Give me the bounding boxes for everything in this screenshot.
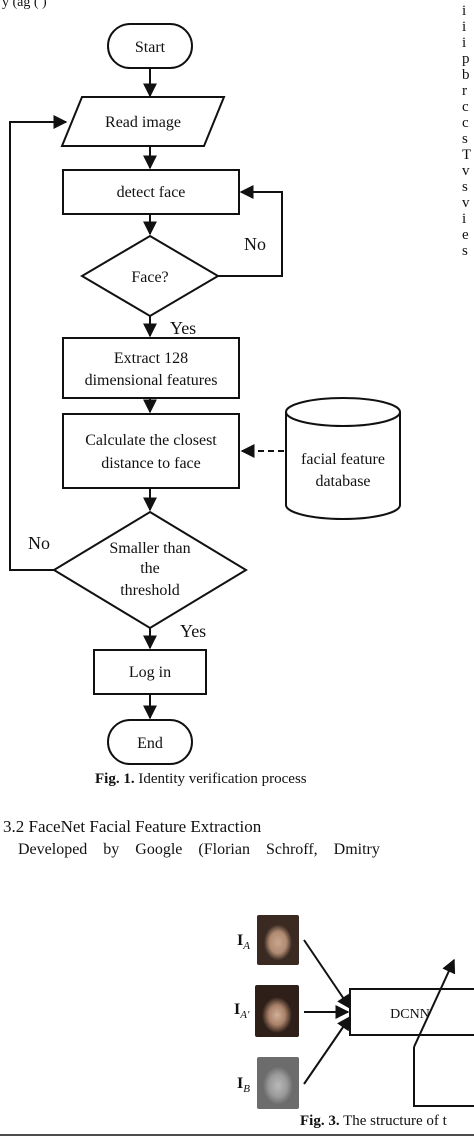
database-label-line2: database bbox=[315, 473, 370, 490]
start-label: Start bbox=[135, 39, 166, 56]
end-terminal bbox=[107, 719, 193, 765]
fig3-arrow-a bbox=[303, 939, 351, 1010]
fig3-input-b-label: IB bbox=[237, 1075, 250, 1095]
fig3-caption-text: The structure of t bbox=[340, 1113, 448, 1129]
right-column-letter: v bbox=[462, 195, 470, 211]
yes-label-threshold: Yes bbox=[180, 621, 206, 641]
no-label-face: No bbox=[244, 234, 266, 254]
extract-label-line1: Extract 128 bbox=[114, 350, 188, 367]
no-loop-face bbox=[218, 185, 283, 277]
face-decision-label: Face? bbox=[131, 269, 168, 286]
read-image-label: Read image bbox=[105, 114, 181, 131]
fig1-caption-text: Identity verification process bbox=[135, 771, 307, 787]
calc-label-line2: distance to face bbox=[101, 455, 201, 472]
face-photo-a bbox=[257, 915, 299, 965]
fig3-diagonal-arrow bbox=[413, 958, 456, 1048]
extract-features-box bbox=[62, 337, 240, 399]
fig1-caption: Fig. 1. Identity verification process bbox=[95, 771, 307, 787]
database-cylinder-top bbox=[285, 397, 401, 427]
right-column-letter: v bbox=[462, 163, 470, 179]
top-fragment-text: y (ag ( ) bbox=[2, 0, 47, 10]
login-label: Log in bbox=[129, 664, 171, 681]
fig3-caption-label: Fig. 3. bbox=[300, 1113, 340, 1129]
right-column-letter: e bbox=[462, 227, 469, 243]
fig3-caption: Fig. 3. The structure of t bbox=[300, 1113, 448, 1129]
fig3-input-a2-label: IA′ bbox=[234, 1001, 250, 1021]
right-column-letter: r bbox=[462, 83, 467, 99]
detect-face-label: detect face bbox=[117, 184, 186, 201]
threshold-label-line3: threshold bbox=[120, 582, 180, 599]
right-column-letter: s bbox=[462, 131, 468, 147]
face-photo-a-prime bbox=[255, 985, 299, 1037]
database-label-line1: facial feature bbox=[301, 451, 385, 468]
right-column-letter: b bbox=[462, 67, 470, 83]
section-heading: 3.2 FaceNet Facial Feature Extraction bbox=[3, 817, 262, 836]
fig3-bracket-line bbox=[413, 1047, 474, 1107]
read-image-box bbox=[60, 96, 226, 147]
right-column-letter: T bbox=[462, 147, 472, 163]
face-photo-b bbox=[257, 1057, 299, 1109]
right-column-letter: s bbox=[462, 179, 468, 195]
no-label-threshold: No bbox=[28, 533, 50, 553]
right-column-letter: c bbox=[462, 99, 469, 115]
right-column-letter: i bbox=[462, 3, 467, 19]
extract-label-line2: dimensional features bbox=[85, 372, 218, 389]
calculate-distance-box bbox=[62, 413, 240, 489]
fig3-input-a-label: IA bbox=[237, 932, 250, 952]
right-column-letter: i bbox=[462, 211, 467, 227]
yes-label-face: Yes bbox=[170, 318, 196, 338]
end-label: End bbox=[137, 735, 163, 752]
right-column-letter: i bbox=[462, 35, 467, 51]
fig3-arrow-b bbox=[303, 1015, 351, 1085]
no-loop-threshold bbox=[9, 115, 68, 571]
threshold-label-line1: Smaller than bbox=[109, 540, 190, 557]
right-column-letter: i bbox=[462, 19, 467, 35]
dcnn-box bbox=[349, 988, 474, 1036]
fig1-caption-label: Fig. 1. bbox=[95, 771, 135, 787]
calc-label-line1: Calculate the closest bbox=[85, 432, 217, 449]
threshold-label-line2: the bbox=[140, 560, 160, 577]
database-cylinder bbox=[285, 412, 401, 520]
right-column-letter: s bbox=[462, 243, 468, 259]
right-column-letter: c bbox=[462, 115, 469, 131]
dcnn-label: DCNN bbox=[390, 1007, 430, 1022]
section-body: Developed by Google (Florian Schroff, Dm… bbox=[18, 841, 380, 858]
right-column-letter: p bbox=[462, 51, 470, 67]
